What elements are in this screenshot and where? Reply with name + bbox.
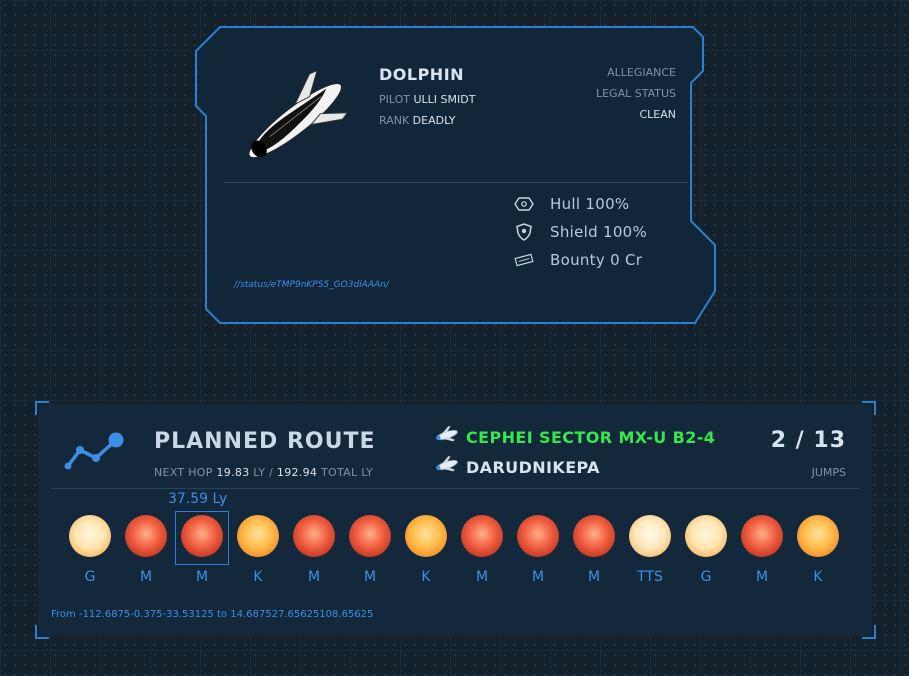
route-star[interactable]: M — [454, 509, 510, 585]
total-distance-value: 192.94 — [276, 466, 318, 479]
jumps-label: JUMPS — [811, 466, 846, 479]
next-hop-unit: LY — [253, 466, 266, 479]
route-title: PLANNED ROUTE — [154, 429, 376, 454]
route-star[interactable]: M — [734, 509, 790, 585]
bounty-stat: Bounty 0 Cr — [514, 246, 647, 274]
star-class-label: K — [421, 569, 431, 585]
star-class-label: M — [475, 569, 489, 585]
star-class-label: G — [700, 569, 712, 585]
route-star[interactable]: M — [118, 509, 174, 585]
route-star[interactable]: K — [398, 509, 454, 585]
route-coordinates: From -112.6875-0.375-33.53125 to 14.6875… — [51, 609, 374, 620]
route-graph-icon — [64, 432, 124, 470]
star-class-label: G — [84, 569, 96, 585]
route-star[interactable]: M — [510, 509, 566, 585]
star-class-label: M — [531, 569, 545, 585]
status-card: DOLPHIN PILOT ULLI SMIDT RANK DEADLY ALL… — [196, 27, 716, 325]
legal-status-label: LEGAL STATUS — [595, 87, 676, 100]
star-icon — [405, 515, 447, 557]
star-icon — [293, 515, 335, 557]
rank-value: DEADLY — [412, 114, 456, 127]
star-class-label: M — [139, 569, 153, 585]
legal-status-value: CLEAN — [639, 108, 676, 121]
star-icon — [517, 515, 559, 557]
star-class-label: M — [363, 569, 377, 585]
star-icon — [349, 515, 391, 557]
star-icon — [237, 515, 279, 557]
route-divider — [51, 488, 859, 489]
hull-icon — [514, 196, 534, 212]
star-class-label: K — [253, 569, 263, 585]
rank-line: RANK DEADLY — [379, 114, 455, 127]
next-hop-label: NEXT HOP — [154, 466, 213, 479]
star-icon — [461, 515, 503, 557]
route-star[interactable]: M — [566, 509, 622, 585]
ship-stats: Hull 100% Shield 100% Bounty 0 Cr — [514, 190, 647, 274]
route-panel-frame — [35, 401, 876, 639]
shield-stat: Shield 100% — [514, 218, 647, 246]
bounty-label: Bounty 0 Cr — [550, 251, 643, 269]
route-star[interactable]: M — [174, 509, 230, 585]
next-hop-value: 19.83 — [216, 466, 250, 479]
route-star[interactable]: K — [790, 509, 846, 585]
status-link[interactable]: //status/eTMP9nKPS5_GO3diAAAn/ — [234, 280, 389, 290]
route-star[interactable]: TTS — [622, 509, 678, 585]
planned-route-panel: PLANNED ROUTE NEXT HOP 19.83 LY / 192.94… — [38, 404, 872, 636]
route-star[interactable]: M — [286, 509, 342, 585]
star-class-label: M — [195, 569, 209, 585]
pilot-name: ULLI SMIDT — [413, 93, 476, 106]
ship-jump-icon — [434, 426, 460, 448]
selected-hop-distance: 37.59 Ly — [168, 491, 228, 507]
route-star-list: G M M K M M K M M M TTS G M K — [62, 509, 862, 599]
next-destination-name: CEPHEI SECTOR MX-U B2-4 — [466, 427, 716, 447]
card-divider — [224, 182, 688, 183]
ship-icon — [248, 71, 349, 159]
jumps-count: 2 / 13 — [770, 428, 846, 453]
route-hop-summary: NEXT HOP 19.83 LY / 192.94 TOTAL LY — [154, 466, 373, 479]
route-star[interactable]: G — [678, 509, 734, 585]
star-class-label: M — [307, 569, 321, 585]
star-icon — [181, 515, 223, 557]
pilot-label: PILOT — [379, 93, 410, 106]
hull-stat: Hull 100% — [514, 190, 647, 218]
selected-star-highlight — [175, 511, 229, 565]
final-destination-name: DARUDNIKEPA — [466, 457, 600, 477]
pilot-line: PILOT ULLI SMIDT — [379, 93, 475, 106]
ship-name: DOLPHIN — [379, 65, 465, 84]
route-star[interactable]: G — [62, 509, 118, 585]
star-class-label: M — [587, 569, 601, 585]
star-icon — [125, 515, 167, 557]
rank-label: RANK — [379, 114, 410, 127]
route-star[interactable]: K — [230, 509, 286, 585]
next-destination: CEPHEI SECTOR MX-U B2-4 — [434, 426, 715, 448]
bounty-icon — [514, 252, 534, 268]
star-icon — [629, 515, 671, 557]
shield-icon — [514, 223, 534, 241]
final-destination: DARUDNIKEPA — [434, 456, 600, 478]
ship-status-column: ALLEGIANCE LEGAL STATUS CLEAN — [596, 62, 676, 125]
total-distance-label: TOTAL LY — [321, 466, 374, 479]
star-class-label: M — [755, 569, 769, 585]
star-icon — [69, 515, 111, 557]
star-icon — [685, 515, 727, 557]
star-icon — [797, 515, 839, 557]
shield-label: Shield 100% — [550, 223, 648, 241]
star-class-label: K — [813, 569, 823, 585]
star-class-label: TTS — [637, 569, 663, 585]
route-star[interactable]: M — [342, 509, 398, 585]
star-icon — [573, 515, 615, 557]
ship-jump-icon — [434, 456, 460, 478]
hop-separator: / — [269, 466, 274, 479]
star-icon — [741, 515, 783, 557]
hull-label: Hull 100% — [550, 195, 630, 213]
allegiance-label: ALLEGIANCE — [607, 66, 676, 79]
